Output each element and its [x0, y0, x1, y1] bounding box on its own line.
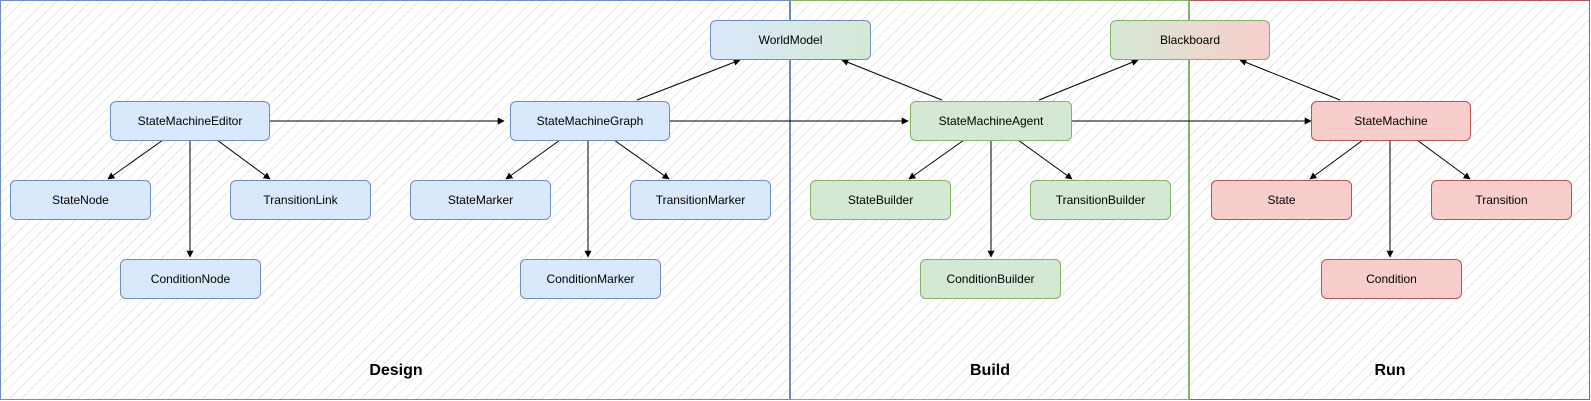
node-label: StateMarker [447, 193, 514, 207]
node-label: StateBuilder [847, 193, 914, 207]
node-label: TransitionBuilder [1055, 193, 1146, 207]
edge-agent-to-blackboard [1038, 59, 1139, 101]
node-transition-link[interactable]: TransitionLink [230, 180, 371, 220]
node-condition-node[interactable]: ConditionNode [120, 259, 261, 299]
node-label: ConditionMarker [546, 272, 635, 286]
node-label: WorldModel [758, 33, 823, 47]
node-blackboard[interactable]: Blackboard [1110, 20, 1270, 60]
node-state-builder[interactable]: StateBuilder [810, 180, 951, 220]
edge-editor-to-statenode [107, 139, 164, 180]
node-transition[interactable]: Transition [1431, 180, 1572, 220]
node-transition-marker[interactable]: TransitionMarker [630, 180, 771, 220]
node-transition-builder[interactable]: TransitionBuilder [1030, 180, 1171, 220]
edge-statemachine-to-transition [1416, 139, 1471, 180]
node-label: StateMachineEditor [137, 114, 243, 128]
node-label: ConditionBuilder [946, 272, 1035, 286]
node-world-model[interactable]: WorldModel [710, 20, 871, 60]
node-condition-marker[interactable]: ConditionMarker [520, 259, 661, 299]
edge-graph-to-statemarker [505, 139, 561, 180]
node-state-machine[interactable]: StateMachine [1311, 101, 1471, 141]
node-label: Transition [1475, 193, 1528, 207]
edge-graph-to-transitionmarker [613, 139, 670, 180]
edge-graph-to-worldmodel [636, 59, 741, 101]
node-label: StateNode [52, 193, 109, 207]
node-state-machine-editor[interactable]: StateMachineEditor [110, 101, 270, 141]
node-condition-builder[interactable]: ConditionBuilder [920, 259, 1061, 299]
edge-agent-to-statebuilder [908, 139, 965, 180]
node-state-machine-graph[interactable]: StateMachineGraph [510, 101, 670, 141]
zone-label-run: Run [1374, 362, 1406, 379]
node-state-machine-agent[interactable]: StateMachineAgent [910, 101, 1072, 141]
zone-label-design: Design [369, 362, 423, 379]
edge-editor-to-transitionlink [216, 139, 271, 180]
zone-label-build: Build [970, 362, 1010, 379]
edge-statemachine-to-blackboard [1239, 59, 1341, 101]
node-label: TransitionLink [263, 193, 338, 207]
node-label: StateMachineGraph [536, 114, 644, 128]
node-label: State [1267, 193, 1296, 207]
node-label: StateMachine [1354, 114, 1428, 128]
edge-agent-to-worldmodel [841, 59, 943, 101]
node-label: ConditionNode [150, 272, 231, 286]
node-state-marker[interactable]: StateMarker [410, 180, 551, 220]
node-label: StateMachineAgent [938, 114, 1044, 128]
node-label: Blackboard [1159, 33, 1221, 47]
node-condition[interactable]: Condition [1321, 259, 1462, 299]
edge-agent-to-transitionbuilder [1017, 139, 1073, 180]
edge-statemachine-to-state [1309, 139, 1364, 180]
node-state[interactable]: State [1211, 180, 1352, 220]
node-label: Condition [1366, 272, 1417, 286]
node-state-node[interactable]: StateNode [10, 180, 151, 220]
node-label: TransitionMarker [655, 193, 746, 207]
